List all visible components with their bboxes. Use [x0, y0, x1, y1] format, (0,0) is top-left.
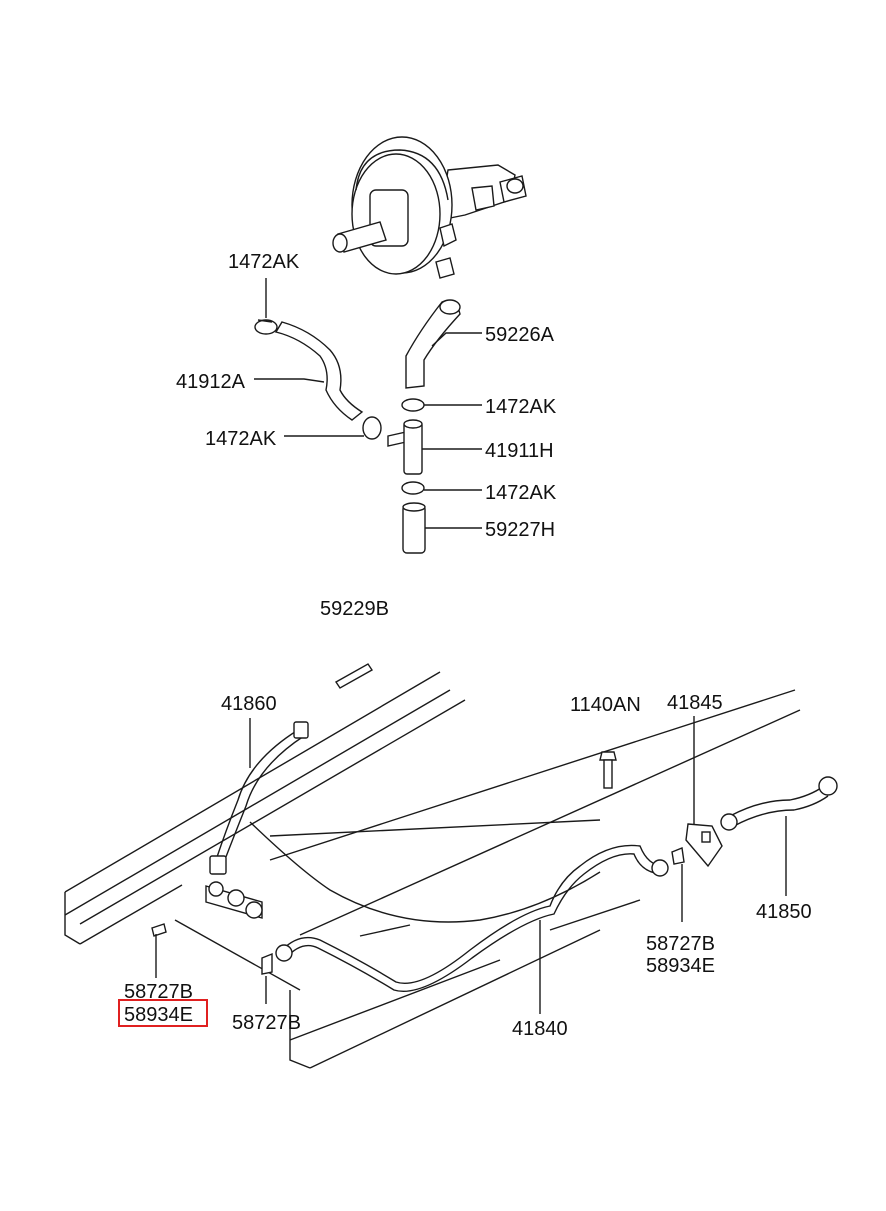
- highlight-box: [118, 999, 208, 1027]
- brake-tubes-illustration: [151, 663, 838, 992]
- label-clip-left-a: 58727B: [124, 981, 193, 1003]
- label-clamp-right-2: 1472AK: [485, 482, 557, 504]
- hose-assembly-illustration: [254, 299, 461, 554]
- label-tube-right: 41850: [756, 901, 812, 923]
- label-tube-left: 41860: [221, 693, 277, 715]
- label-bolt: 1140AN: [570, 694, 641, 716]
- label-connector: 41911H: [485, 440, 554, 462]
- label-plug: 59229B: [320, 598, 389, 620]
- label-tube-main: 41840: [512, 1018, 568, 1040]
- label-clamp-top: 1472AK: [228, 251, 300, 273]
- label-clip-right-a: 58727B: [646, 933, 715, 955]
- brake-booster-illustration: [332, 136, 527, 279]
- label-clip-left-b: 58934E: [124, 1004, 193, 1026]
- label-clamp-left: 1472AK: [205, 428, 277, 450]
- label-hose-right-upper: 59226A: [485, 324, 555, 346]
- label-bracket: 41845: [667, 692, 723, 714]
- label-hose-right-lower: 59227H: [485, 519, 555, 541]
- label-hose-left: 41912A: [176, 371, 246, 393]
- label-clip-right-b: 58934E: [646, 955, 715, 977]
- label-clip-center: 58727B: [232, 1012, 301, 1034]
- label-clamp-right-1: 1472AK: [485, 396, 557, 418]
- frame-illustration: [64, 671, 801, 1069]
- leader-lines: [155, 278, 787, 1014]
